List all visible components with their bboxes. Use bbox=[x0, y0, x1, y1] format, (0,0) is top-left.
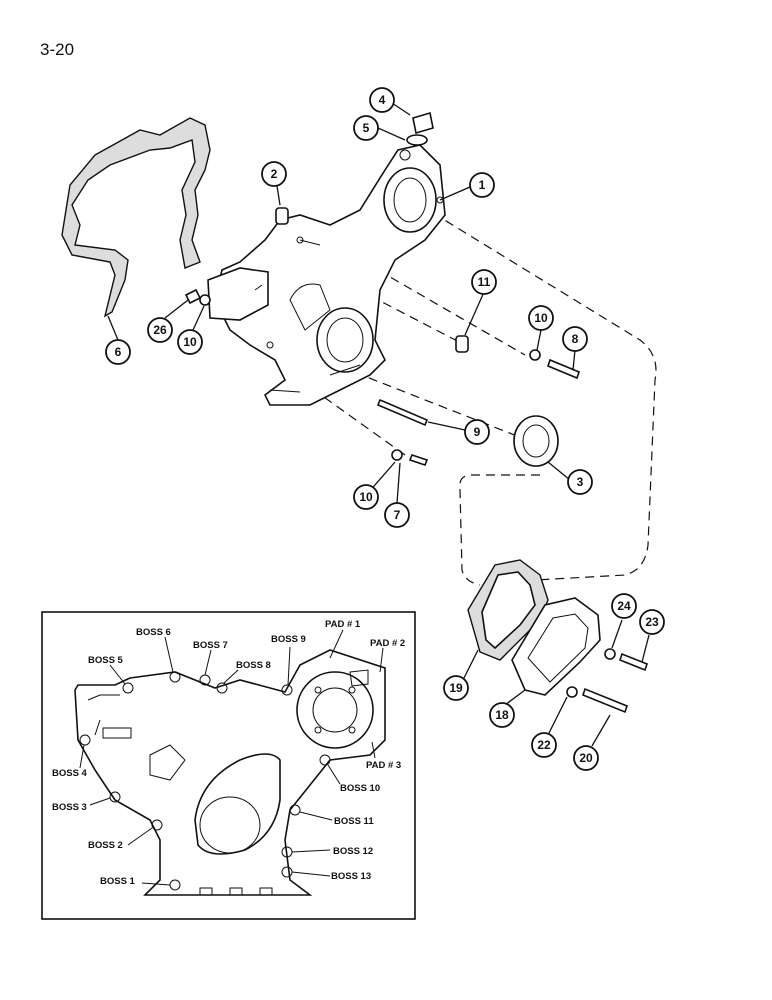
label-boss-4: BOSS 4 bbox=[52, 768, 88, 779]
svg-text:22: 22 bbox=[537, 738, 551, 752]
washer-24 bbox=[604, 648, 616, 660]
svg-text:20: 20 bbox=[579, 751, 593, 765]
label-pad-1: PAD # 1 bbox=[325, 619, 361, 630]
callout-24: 24 bbox=[611, 593, 637, 619]
svg-text:4: 4 bbox=[379, 93, 386, 107]
washer-22 bbox=[566, 686, 578, 698]
callout-11: 11 bbox=[471, 269, 497, 295]
bolt-7 bbox=[408, 454, 429, 466]
label-boss-11: BOSS 11 bbox=[334, 816, 374, 827]
oil-seal-3 bbox=[513, 415, 559, 467]
svg-text:23: 23 bbox=[645, 615, 659, 629]
leader-lines bbox=[107, 102, 650, 747]
svg-text:19: 19 bbox=[449, 681, 463, 695]
label-boss-2: BOSS 2 bbox=[88, 840, 123, 851]
svg-text:11: 11 bbox=[478, 275, 491, 289]
bolt-9 bbox=[376, 398, 429, 427]
label-boss-12: BOSS 12 bbox=[333, 846, 373, 857]
svg-text:18: 18 bbox=[495, 708, 509, 722]
label-boss-13: BOSS 13 bbox=[331, 871, 371, 882]
bolt-8 bbox=[547, 358, 580, 380]
boss-location-inset: BOSS 1 BOSS 2 BOSS 3 BOSS 4 BOSS 5 BOSS … bbox=[41, 611, 416, 920]
label-boss-5: BOSS 5 bbox=[88, 655, 124, 666]
svg-text:10: 10 bbox=[183, 335, 197, 349]
callout-23: 23 bbox=[639, 609, 665, 635]
page-number: 3-20 bbox=[40, 40, 75, 59]
callout-8: 8 bbox=[562, 326, 588, 352]
callout-26: 26 bbox=[147, 317, 173, 343]
callout-10-left: 10 bbox=[177, 329, 203, 355]
washer-5 bbox=[406, 134, 428, 146]
callout-20: 20 bbox=[573, 745, 599, 771]
svg-text:2: 2 bbox=[271, 167, 278, 181]
svg-text:10: 10 bbox=[359, 490, 373, 504]
bolt-20 bbox=[582, 687, 628, 714]
callout-4: 4 bbox=[369, 87, 395, 113]
callout-19: 19 bbox=[443, 675, 469, 701]
svg-text:8: 8 bbox=[572, 332, 579, 346]
callout-6: 6 bbox=[105, 339, 131, 365]
svg-text:9: 9 bbox=[474, 425, 481, 439]
dowel-2 bbox=[275, 207, 289, 225]
callout-1: 1 bbox=[469, 172, 495, 198]
svg-text:5: 5 bbox=[363, 121, 370, 135]
callout-9: 9 bbox=[464, 419, 490, 445]
dowel-11 bbox=[455, 335, 469, 353]
svg-text:3: 3 bbox=[577, 475, 584, 489]
callout-7: 7 bbox=[384, 502, 410, 528]
label-boss-6: BOSS 6 bbox=[136, 627, 171, 638]
label-pad-2: PAD # 2 bbox=[370, 638, 405, 649]
svg-text:26: 26 bbox=[153, 323, 167, 337]
svg-text:6: 6 bbox=[115, 345, 122, 359]
label-boss-8: BOSS 8 bbox=[236, 660, 271, 671]
svg-text:7: 7 bbox=[394, 508, 401, 522]
label-boss-7: BOSS 7 bbox=[193, 640, 228, 651]
bolt-23 bbox=[619, 652, 648, 672]
label-boss-1: BOSS 1 bbox=[100, 876, 136, 887]
callout-10-right: 10 bbox=[528, 305, 554, 331]
svg-text:10: 10 bbox=[534, 311, 548, 325]
nut-26 bbox=[184, 288, 202, 305]
front-cover-gasket bbox=[61, 117, 211, 318]
callout-10-bottom: 10 bbox=[353, 484, 379, 510]
callout-5: 5 bbox=[353, 115, 379, 141]
callout-18: 18 bbox=[489, 702, 515, 728]
svg-text:1: 1 bbox=[479, 178, 486, 192]
label-boss-3: BOSS 3 bbox=[52, 802, 87, 813]
callout-22: 22 bbox=[531, 732, 557, 758]
label-boss-9: BOSS 9 bbox=[271, 634, 306, 645]
timing-gear-cover bbox=[207, 144, 446, 406]
svg-text:24: 24 bbox=[617, 599, 631, 613]
callout-3: 3 bbox=[567, 469, 593, 495]
cover-plate-and-gasket bbox=[467, 559, 601, 696]
plug-4 bbox=[412, 111, 434, 135]
small-parts bbox=[184, 111, 648, 714]
label-pad-3: PAD # 3 bbox=[366, 760, 401, 771]
washer-10 bbox=[391, 449, 403, 461]
label-boss-10: BOSS 10 bbox=[340, 783, 380, 794]
callout-2: 2 bbox=[261, 161, 287, 187]
